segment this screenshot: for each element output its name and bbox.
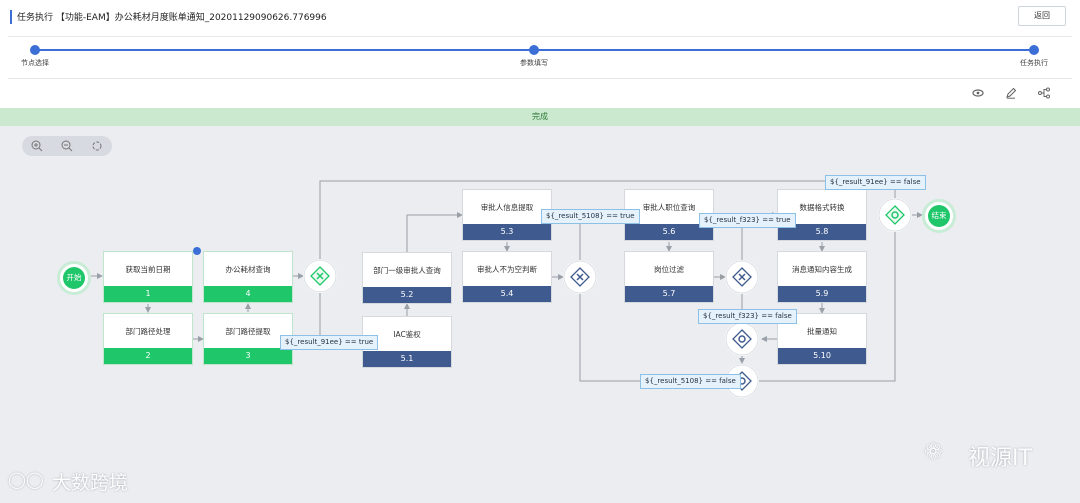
page-title: 任务执行 【功能-EAM】办公耗材月度账单通知_20201129090626.7… xyxy=(17,13,327,23)
end-label: 结束 xyxy=(928,205,950,227)
exclusive-gateway-icon[interactable] xyxy=(303,259,337,293)
eye-icon[interactable] xyxy=(971,86,985,100)
edit-icon[interactable] xyxy=(1004,86,1018,100)
exclusive-gateway-icon[interactable] xyxy=(725,260,759,294)
node-title: 审批人不为空判断 xyxy=(477,265,537,274)
step-label-1[interactable]: 节点选择 xyxy=(21,59,49,67)
flow-node-5-1[interactable]: IAC鉴权 5.1 xyxy=(362,316,452,368)
condition-label[interactable]: ${_result_91ee} == false xyxy=(825,175,926,190)
node-title: 岗位过滤 xyxy=(654,265,684,274)
merge-gateway-icon[interactable] xyxy=(725,322,759,356)
flow-node-5-3[interactable]: 审批人信息提取 5.3 xyxy=(462,189,552,241)
node-id: 5.7 xyxy=(625,286,713,302)
node-id: 4 xyxy=(204,286,292,302)
zoom-controls xyxy=(22,136,112,156)
wechat-icon: ❁ xyxy=(924,440,943,465)
flow-node-1[interactable]: 获取当前日期 1 xyxy=(103,251,193,303)
node-title: 审批人职位查询 xyxy=(642,203,696,212)
watermark-logo-icon: ◯◯ xyxy=(8,470,44,489)
node-id: 5.6 xyxy=(625,224,713,240)
node-title: 消息通知内容生成 xyxy=(792,265,852,274)
watermark-right: 视源IT xyxy=(968,446,1032,471)
node-id: 5.1 xyxy=(363,351,451,367)
zoom-in-icon[interactable] xyxy=(30,139,44,153)
status-banner: 完成 xyxy=(0,108,1080,126)
step-progress: 节点选择 参数填写 任务执行 xyxy=(0,36,1080,76)
start-node[interactable]: 开始 xyxy=(57,261,91,295)
condition-label[interactable]: ${_result_f323} == true xyxy=(699,213,796,228)
node-title: 部门路径处理 xyxy=(125,327,171,336)
node-title: 获取当前日期 xyxy=(125,265,171,274)
step-dot-3 xyxy=(1029,45,1039,55)
node-title: IAC鉴权 xyxy=(393,330,421,339)
flow-node-5-4[interactable]: 审批人不为空判断 5.4 xyxy=(462,251,552,303)
flow-node-5-9[interactable]: 消息通知内容生成 5.9 xyxy=(777,251,867,303)
condition-label[interactable]: ${_result_5108} == false xyxy=(640,374,741,389)
node-title: 部门一级审批人查询 xyxy=(373,266,441,275)
step-dot-2 xyxy=(529,45,539,55)
node-id: 5.3 xyxy=(463,224,551,240)
node-title: 数据格式转换 xyxy=(799,203,845,212)
node-id: 3 xyxy=(204,348,292,364)
flow-node-5-7[interactable]: 岗位过滤 5.7 xyxy=(624,251,714,303)
watermark-left: 大数跨境 xyxy=(52,472,129,494)
start-label: 开始 xyxy=(63,267,85,289)
node-id: 5.9 xyxy=(778,286,866,302)
exclusive-gateway-icon[interactable] xyxy=(563,260,597,294)
zoom-out-icon[interactable] xyxy=(60,139,74,153)
divider xyxy=(8,78,1072,79)
flow-node-2[interactable]: 部门路径处理 2 xyxy=(103,313,193,365)
divider xyxy=(8,36,1072,37)
condition-label[interactable]: ${_result_91ee} == true xyxy=(280,335,379,350)
node-id: 5.10 xyxy=(778,348,866,364)
node-title: 批量通知 xyxy=(807,327,837,336)
node-title: 部门路径提取 xyxy=(225,327,271,336)
share-icon[interactable] xyxy=(1037,86,1051,100)
reset-icon[interactable] xyxy=(90,139,104,153)
node-id: 1 xyxy=(104,286,192,302)
flow-node-3[interactable]: 部门路径提取 3 xyxy=(203,313,293,365)
info-badge[interactable] xyxy=(193,247,201,255)
step-label-2[interactable]: 参数填写 xyxy=(520,59,548,67)
flow-node-5-2[interactable]: 部门一级审批人查询 5.2 xyxy=(362,252,452,304)
node-id: 5.2 xyxy=(363,287,451,303)
node-id: 2 xyxy=(104,348,192,364)
node-title: 办公耗材查询 xyxy=(225,265,271,274)
node-id: 5.4 xyxy=(463,286,551,302)
flow-node-4[interactable]: 办公耗材查询 4 xyxy=(203,251,293,303)
node-id: 5.8 xyxy=(778,224,866,240)
step-dot-1 xyxy=(30,45,40,55)
step-label-3[interactable]: 任务执行 xyxy=(1020,59,1048,67)
page-header: 任务执行 【功能-EAM】办公耗材月度账单通知_20201129090626.7… xyxy=(0,0,1080,34)
end-node[interactable]: 结束 xyxy=(922,199,956,233)
back-button[interactable]: 返回 xyxy=(1018,6,1066,26)
title-accent-bar xyxy=(10,10,12,24)
condition-label[interactable]: ${_result_f323} == false xyxy=(698,309,797,324)
merge-gateway-icon[interactable] xyxy=(878,198,912,232)
condition-label[interactable]: ${_result_5108} == true xyxy=(541,209,640,224)
flow-node-5-8[interactable]: 数据格式转换 5.8 xyxy=(777,189,867,241)
node-title: 审批人信息提取 xyxy=(480,203,534,212)
flow-node-5-10[interactable]: 批量通知 5.10 xyxy=(777,313,867,365)
